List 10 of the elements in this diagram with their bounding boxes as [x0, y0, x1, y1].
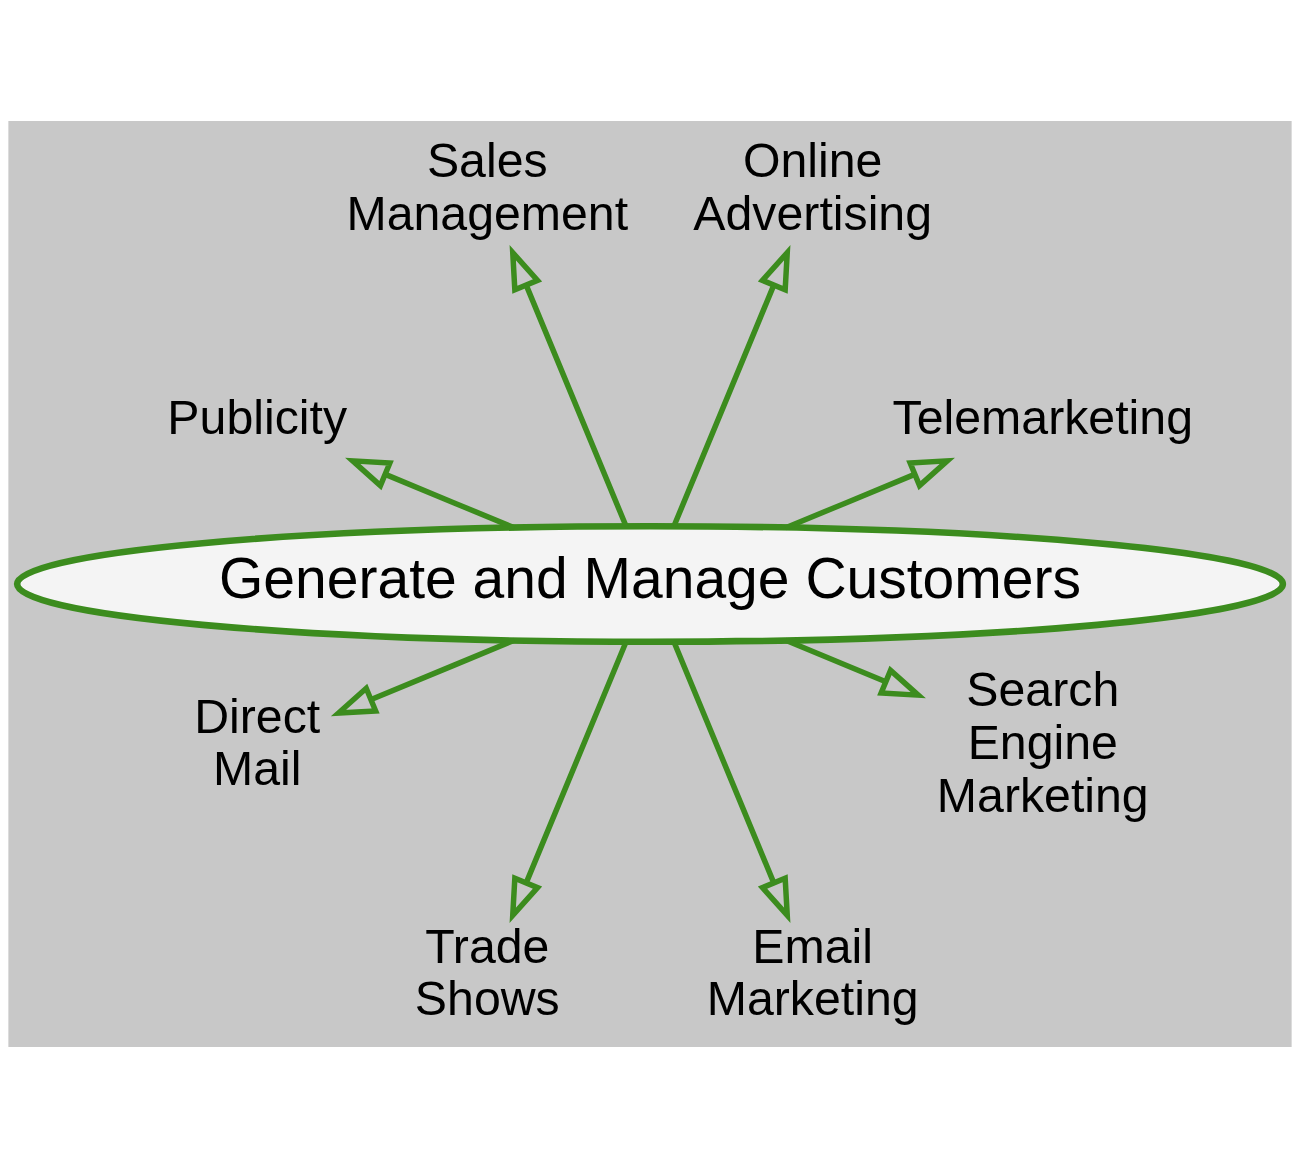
node-text: Direct Mail [194, 688, 321, 796]
node-text: Search Engine Marketing [936, 662, 1149, 822]
arrow [784, 457, 955, 531]
node-text: Online Advertising [693, 133, 933, 240]
node-text: Telemarketing [892, 389, 1193, 444]
node-text: Sales Management [346, 133, 629, 240]
node-text: Trade Shows [414, 918, 560, 1026]
node-text: Email Marketing [706, 918, 919, 1026]
node-text: Publicity [167, 389, 348, 444]
node-ellipse: Generate and Manage Customers [13, 522, 1287, 646]
